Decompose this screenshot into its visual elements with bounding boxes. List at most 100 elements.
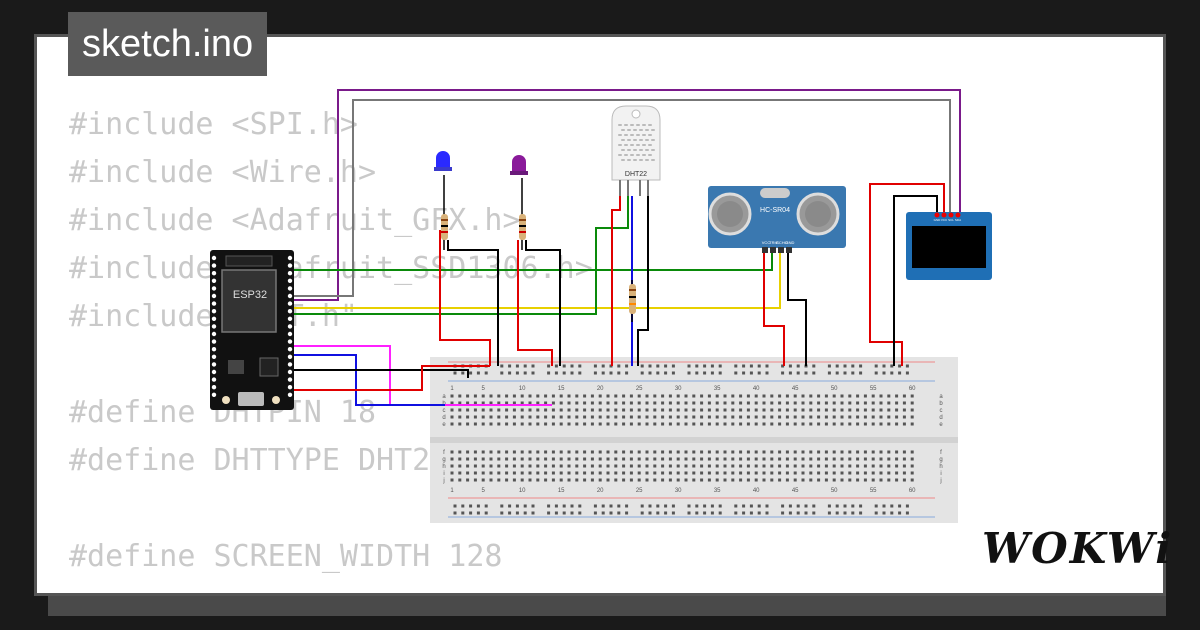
esp32-pin[interactable]	[287, 362, 293, 367]
code-line: #include <SPI.h>	[69, 107, 358, 142]
ultrasonic-sensor[interactable]: HC-SR04 VCC TRIG ECHO GND	[708, 186, 846, 253]
esp32-pin[interactable]	[211, 385, 217, 390]
wires	[290, 89, 961, 406]
esp32-pin[interactable]	[287, 331, 293, 337]
row-letter: e	[442, 422, 446, 428]
esp32-pin[interactable]	[211, 362, 217, 367]
breadboard-holes	[450, 364, 914, 515]
esp32-pin[interactable]	[287, 347, 293, 352]
row-letter: i	[443, 471, 444, 477]
column-number: 20	[597, 488, 604, 494]
column-number: 35	[714, 386, 721, 392]
dht22-sensor[interactable]: DHT22	[611, 105, 661, 196]
panel-shadow	[48, 592, 1166, 616]
esp32-pin[interactable]	[211, 301, 217, 306]
row-letter: j	[442, 478, 444, 484]
esp32-pin[interactable]	[287, 324, 293, 329]
row-letter: a	[442, 394, 446, 400]
esp32-pin[interactable]	[211, 339, 217, 344]
esp32-pin[interactable]	[287, 293, 293, 299]
led-blue[interactable]	[434, 151, 452, 171]
column-number: 5	[482, 488, 486, 494]
row-letter: d	[939, 415, 942, 421]
resistor-led2	[519, 178, 526, 250]
us-pin-trig: TRIG	[769, 240, 779, 245]
esp32-pin[interactable]	[211, 324, 217, 329]
esp32-pin[interactable]	[211, 286, 217, 291]
esp32-pin[interactable]	[287, 255, 293, 261]
esp32-pin[interactable]	[287, 354, 293, 359]
preview-card: #include <SPI.h> #include <Wire.h> #incl…	[34, 34, 1166, 596]
esp32-pin[interactable]	[287, 377, 293, 382]
wire-yellow-echo	[290, 250, 781, 309]
column-number: 55	[870, 488, 877, 494]
esp32-pin[interactable]	[287, 339, 293, 344]
wire-black-oled	[893, 195, 938, 366]
esp32-pin[interactable]	[287, 278, 293, 283]
esp32-pin[interactable]	[211, 278, 217, 283]
column-number: 1	[450, 386, 454, 392]
wire-red-oled	[869, 183, 945, 366]
esp32-pin[interactable]	[287, 392, 293, 397]
column-number: 45	[792, 488, 799, 494]
us-pin-vcc: VCC	[762, 240, 771, 245]
column-number: 50	[831, 386, 838, 392]
esp32-pin[interactable]	[211, 354, 217, 359]
code-line: #include <Wire.h>	[69, 155, 377, 190]
wire-green-dht	[290, 196, 629, 315]
esp32-pin[interactable]	[287, 385, 293, 390]
wire-green-trig	[290, 250, 773, 271]
row-letter: e	[939, 422, 943, 428]
esp32-pin[interactable]	[211, 309, 217, 314]
esp32-pin[interactable]	[211, 392, 217, 397]
oled-display[interactable]: GND VCC SCL SDA	[906, 212, 992, 280]
esp32-pin[interactable]	[211, 369, 217, 375]
esp32-pin[interactable]	[211, 377, 217, 382]
esp32-pin[interactable]	[211, 331, 217, 337]
esp32-pin[interactable]	[287, 263, 293, 268]
row-letter: d	[442, 415, 445, 421]
dht22-label: DHT22	[625, 171, 647, 178]
esp32-pin[interactable]	[287, 301, 293, 306]
column-number: 25	[636, 386, 643, 392]
esp32-board[interactable]: ESP32	[210, 250, 294, 410]
row-letter: f	[443, 450, 445, 456]
esp32-pin[interactable]	[211, 293, 217, 299]
row-letter: j	[939, 478, 941, 484]
esp32-pin[interactable]	[211, 347, 217, 352]
column-number: 60	[909, 386, 916, 392]
esp32-pin[interactable]	[287, 316, 293, 321]
row-letter: h	[442, 464, 445, 470]
row-letter: a	[939, 394, 943, 400]
column-number: 50	[831, 488, 838, 494]
column-number: 20	[597, 386, 604, 392]
wire-gray	[290, 99, 951, 297]
row-letter: c	[443, 408, 446, 414]
column-number: 30	[675, 488, 682, 494]
code-line: #define DHTTYPE DHT22	[69, 443, 449, 478]
wire-red-led1	[439, 230, 491, 366]
wire-red-led2	[517, 240, 553, 366]
ultrasonic-label: HC-SR04	[760, 207, 790, 214]
esp32-pin[interactable]	[211, 263, 217, 268]
esp32-pin[interactable]	[211, 316, 217, 321]
esp32-pin[interactable]	[211, 271, 217, 276]
row-letter: g	[442, 457, 445, 463]
column-number: 10	[519, 488, 526, 494]
wire-magenta	[290, 345, 552, 406]
wire-blue	[290, 354, 445, 406]
resistor-led1	[441, 175, 448, 250]
wire-black-led1	[447, 240, 499, 366]
oled-pin-gnd: GND	[934, 218, 942, 222]
esp32-pin[interactable]	[211, 255, 217, 261]
esp32-pin[interactable]	[287, 369, 293, 375]
esp32-pin[interactable]	[287, 309, 293, 314]
wire-red-dht	[611, 196, 621, 366]
esp32-pin[interactable]	[287, 286, 293, 291]
row-letter: b	[939, 401, 943, 407]
column-number: 15	[558, 386, 565, 392]
led-purple[interactable]	[510, 155, 528, 175]
wokwi-logo: WOKWi	[982, 524, 1174, 573]
esp32-pin[interactable]	[287, 271, 293, 276]
